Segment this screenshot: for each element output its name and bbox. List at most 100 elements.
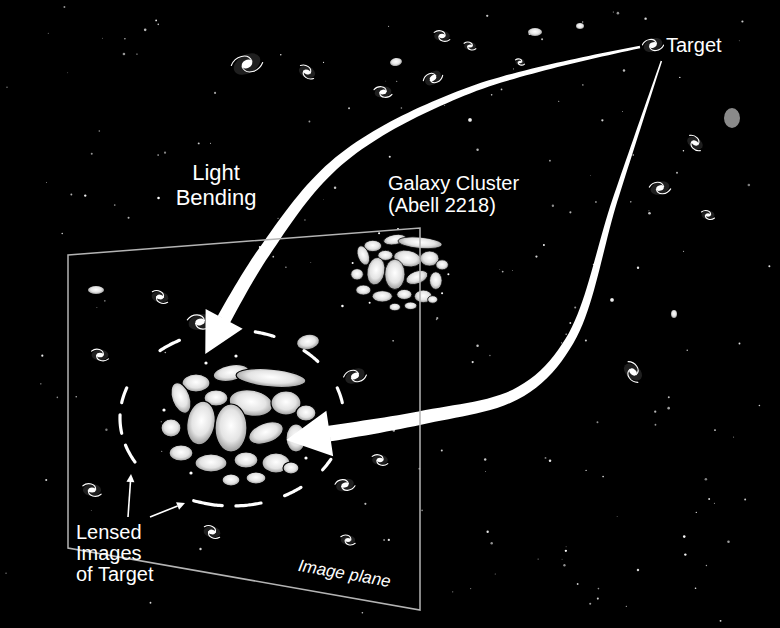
galaxy-arm [342,482,356,492]
galaxy-arm [464,42,472,46]
elliptical-galaxy [389,57,402,67]
elliptical-galaxy [671,310,677,318]
cluster-galaxy [169,445,193,461]
galaxy-core [345,538,351,542]
star [388,25,390,27]
galaxy-arm [345,540,355,545]
galaxy-arm [649,41,664,53]
star [165,352,167,354]
cluster-dot [189,471,192,474]
spiral-galaxy [620,360,645,384]
cluster-dot [304,456,307,459]
star [683,150,684,151]
lensed-arc [337,388,342,403]
star [708,498,710,500]
galaxy-arm [152,290,165,298]
lensed-arc [285,487,301,495]
galaxy-arm [422,71,436,84]
leader-head [176,502,185,509]
cluster-galaxy [365,256,387,286]
star [157,197,160,200]
galaxy-cluster-lens [161,354,318,486]
star [633,154,634,155]
star [739,343,741,345]
star [565,550,567,552]
star [720,620,722,622]
star [47,32,49,34]
star [61,233,63,235]
leader-line [128,482,130,517]
galaxy-halo [434,31,450,41]
galaxy-arm [518,62,524,65]
galaxy-core [439,34,445,38]
star [501,89,503,91]
star [155,19,157,21]
galaxy-core [88,487,95,492]
star [601,119,603,121]
star [535,255,537,257]
cluster-galaxy [234,452,258,468]
spiral-galaxy [341,535,355,545]
lensed-arc [304,351,318,362]
star [161,451,162,452]
galaxy-arm [380,91,393,99]
galaxy-icon [642,34,664,56]
star [648,210,649,211]
star [470,588,471,589]
star [617,12,620,15]
galaxy-halo [297,64,317,80]
star [589,603,591,605]
star [396,81,397,82]
star [768,265,770,267]
star [285,266,286,267]
spiral-galaxy [297,64,317,81]
star [104,300,106,302]
star [136,53,137,54]
star [214,92,216,94]
star [362,612,364,614]
star [210,143,211,144]
target-label: Target [666,34,722,57]
star [616,516,618,518]
star [67,72,69,74]
star [308,121,310,123]
cluster-galaxy [161,419,181,437]
star [574,306,576,308]
elliptical-galaxy [610,298,614,302]
lensed-arc [255,332,274,336]
galaxy-halo [151,290,170,304]
galaxy-arm [430,72,444,85]
galaxy-arm [341,535,351,540]
star [401,107,403,109]
star [705,478,708,481]
galaxy-core [705,213,710,217]
spiral-galaxy [342,365,367,388]
star [637,267,639,269]
galaxy-core [468,44,473,47]
star [543,244,545,246]
star [128,217,130,219]
star [161,421,162,422]
star [310,262,312,264]
star [491,94,493,96]
cluster-galaxy [430,272,443,290]
star [714,429,716,431]
star [563,564,565,566]
star [585,470,586,471]
lensed-arc [160,340,179,350]
cluster-galaxy [215,404,247,452]
edge-label: Light Bending [170,160,262,210]
spiral-galaxy [334,476,355,494]
star [577,583,579,585]
star [622,110,624,112]
star [41,355,43,357]
galaxy-arm [342,368,358,381]
elliptical-galaxy [296,333,320,351]
elliptical-galaxy [468,118,472,122]
cluster-galaxy [183,399,218,447]
galaxy-halo [621,360,646,384]
star [323,62,324,63]
lensed-arc [120,415,122,433]
star [644,17,646,19]
elliptical-galaxy [528,28,542,36]
